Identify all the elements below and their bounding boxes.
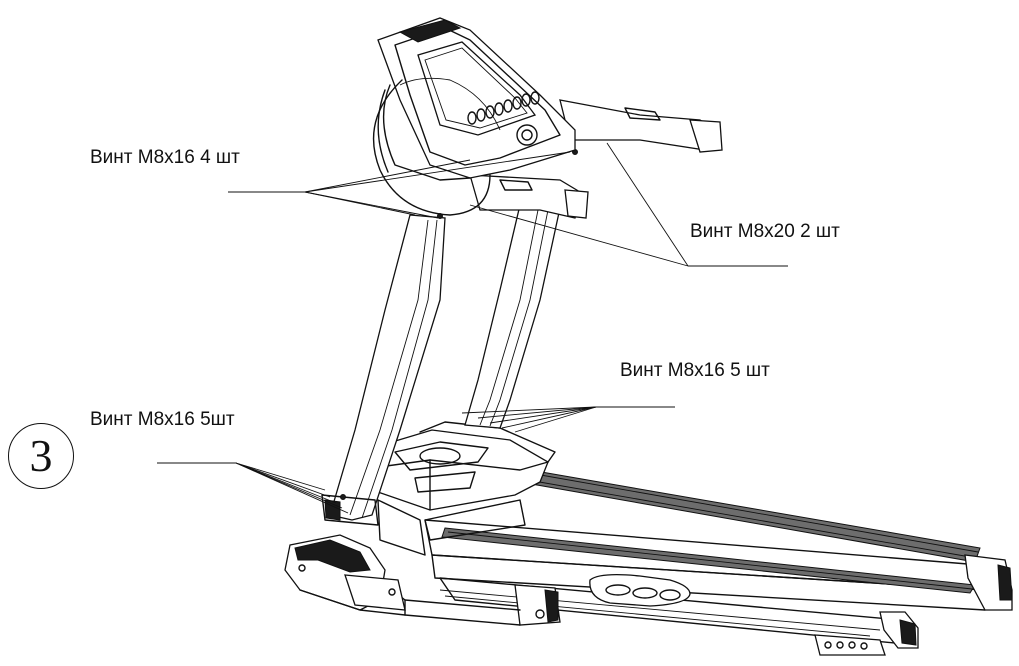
- callout-upper-left: Винт M8x16 4 шт: [90, 147, 240, 168]
- upright-posts: [321, 149, 578, 526]
- callout-mid-right: Винт M8x16 5 шт: [620, 360, 770, 381]
- treadmill-deck: [424, 469, 1013, 656]
- console-assembly: [372, 17, 723, 219]
- callout-upper-right: Винт M8x20 2 шт: [690, 221, 840, 242]
- left-base: [284, 534, 561, 626]
- step-number-badge: 3: [8, 423, 74, 489]
- callout-lower-left: Винт M8x16 5шт: [90, 409, 235, 430]
- console-buttons: [467, 91, 540, 125]
- motor-hood: [371, 421, 556, 556]
- leader-lines: [157, 142, 788, 514]
